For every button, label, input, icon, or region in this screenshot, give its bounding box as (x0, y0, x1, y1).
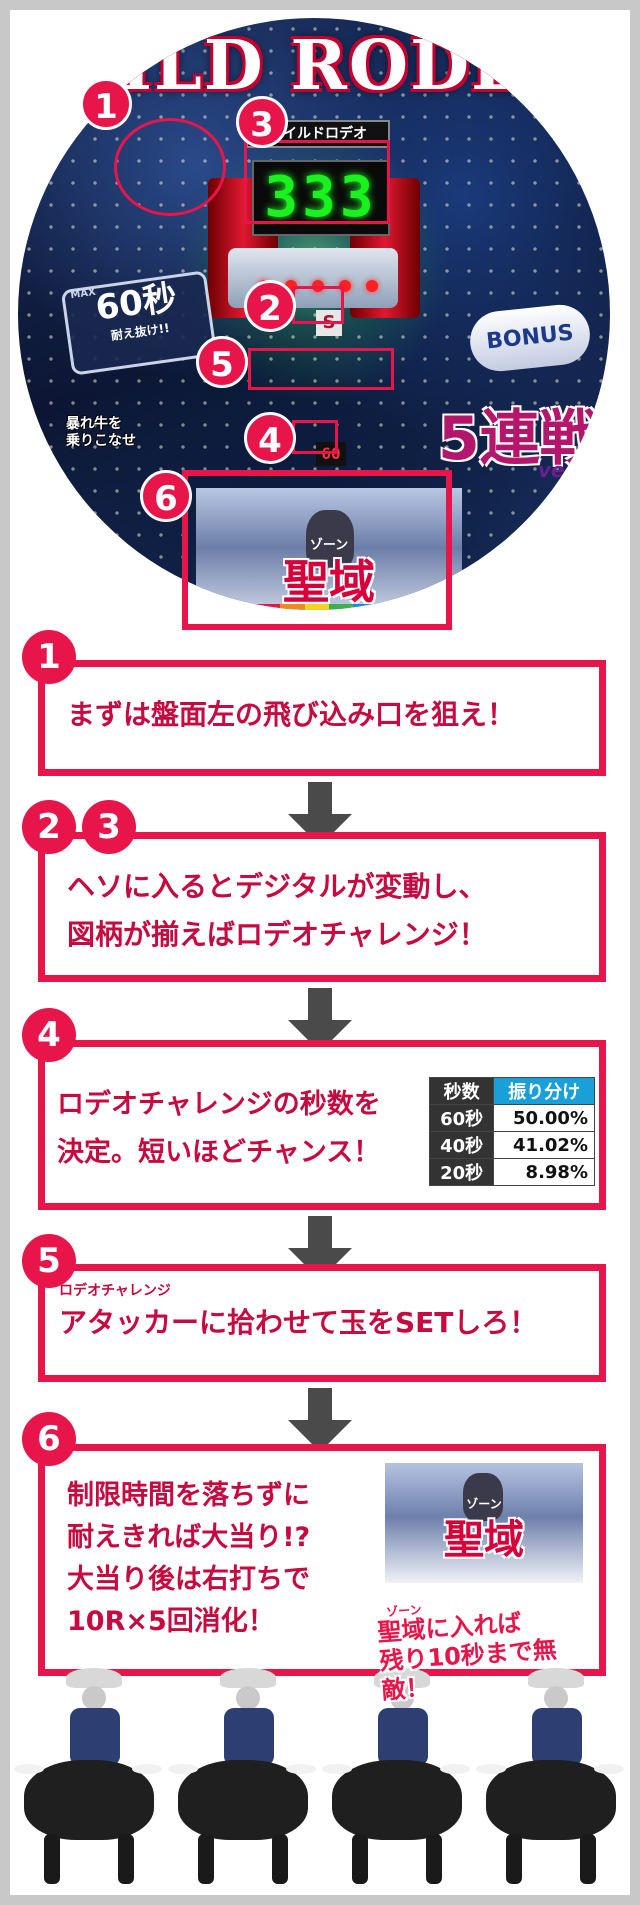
five-battles-logo: 5連戦 (438, 404, 600, 474)
step-5-text: アタッカーに拾わせて玉をSETしろ！ (59, 1306, 538, 1339)
lcd-zone-text: 聖域 (283, 555, 375, 609)
table-cell: 20秒 (428, 1158, 495, 1186)
table-row: 40秒 41.02% (428, 1131, 595, 1159)
marker-5-box (248, 348, 394, 390)
board-marker-6: 6 (140, 470, 192, 522)
table-cell: 40秒 (428, 1131, 495, 1159)
bull-skull-icon (463, 1473, 503, 1521)
bull-rider-illustration (476, 1668, 626, 1890)
marker-2-box (292, 286, 344, 324)
step-4-line-2: 決定。短いほどチャンス！ (57, 1137, 381, 1168)
board-marker-1: 1 (80, 78, 132, 130)
board-title: WILD RODEO (41, 26, 587, 106)
bull-rider-illustration (168, 1668, 318, 1890)
step-6-line-4: 10R×5回消化！ (67, 1606, 275, 1637)
table-cell: 60秒 (428, 1104, 495, 1132)
board-lcd: ゾーン 聖域 (196, 488, 462, 610)
ver-label: ver. (538, 458, 580, 482)
step-2-3-box: ヘソに入るとデジタルが変動し、 図柄が揃えばロデオチャレンジ！ (38, 832, 606, 982)
bonus-badge: BONUS (467, 301, 593, 375)
marker-1-ring (114, 118, 226, 216)
step-2-number: 2 (22, 800, 76, 854)
step-6-box: 制限時間を落ちずに 耐えきれば大当り!? 大当り後は右打ちで 10R×5回消化！… (38, 1444, 606, 1705)
bull-skull-icon (306, 510, 354, 570)
table-header-row: 秒数 振り分け (428, 1077, 595, 1105)
thumb-zone-text: 聖域 (444, 1517, 524, 1563)
table-row: 20秒 8.98% (428, 1158, 595, 1186)
bull-rider-illustration (14, 1668, 164, 1890)
zone-callout: ゾーン 聖域に入れば 残り10秒まで無敵！ (376, 1591, 602, 1705)
step-1-text: まずは盤面左の飛び込み口を狙え！ (67, 698, 516, 731)
lcd-ruby: ゾーン (309, 538, 349, 553)
step-4-text: ロデオチャレンジの秒数を 決定。短いほどチャンス！ (57, 1081, 381, 1177)
step-4-line-1: ロデオチャレンジの秒数を (57, 1089, 381, 1120)
step-6-line-2: 耐えきれば大当り!? (67, 1522, 311, 1553)
step-6-number: 6 (22, 1412, 76, 1466)
board-marker-2: 2 (244, 280, 296, 332)
table-header: 秒数 (428, 1077, 495, 1105)
table-header: 振り分け (493, 1077, 595, 1105)
arrow-down-icon (288, 1388, 352, 1452)
step-5-ruby: ロデオチャレンジ (59, 1283, 171, 1299)
step-6-line-3: 大当り後は右打ちで (67, 1564, 310, 1595)
marker-4-box (292, 420, 338, 454)
lcd-stripes (256, 604, 402, 610)
board-marker-4: 4 (244, 412, 296, 464)
step-1-number: 1 (22, 630, 76, 684)
board-marker-5: 5 (196, 336, 248, 388)
step-2-3-text: ヘソに入るとデジタルが変動し、 図柄が揃えばロデオチャレンジ！ (67, 863, 487, 959)
step-3-number: 3 (82, 800, 136, 854)
step-6-text: 制限時間を落ちずに 耐えきれば大当り!? 大当り後は右打ちで 10R×5回消化！ (67, 1475, 310, 1643)
board-left-text: 暴れ牛を 乗りこなせ (66, 416, 136, 449)
board-marker-3: 3 (236, 96, 288, 148)
thumb-ruby: ゾーン (466, 1497, 502, 1511)
distribution-table: 秒数 振り分け 60秒 50.00% 40秒 41.02% 20秒 8.98% (428, 1077, 595, 1186)
table-cell: 41.02% (493, 1131, 595, 1159)
zone-thumbnail: ゾーン 聖域 (385, 1463, 583, 1583)
step-1-box: まずは盤面左の飛び込み口を狙え！ (38, 660, 606, 776)
marker-6-box (182, 470, 452, 630)
step-5-box: ロデオチャレンジ アタッカーに拾わせて玉をSETしろ！ (38, 1264, 606, 1382)
step-5-number: 5 (22, 1234, 76, 1288)
bull-rider-illustration (322, 1668, 472, 1890)
step-6-line-1: 制限時間を落ちずに (67, 1480, 310, 1511)
step-2-3-line-1: ヘソに入るとデジタルが変動し、 (67, 870, 487, 903)
step-4-number: 4 (22, 1008, 76, 1062)
step-2-3-line-2: 図柄が揃えばロデオチャレンジ！ (67, 918, 487, 951)
table-cell: 8.98% (493, 1158, 595, 1186)
table-cell: 50.00% (493, 1104, 595, 1132)
max-60-badge: MAX 60秒 耐え抜け!! (60, 270, 218, 376)
table-row: 60秒 50.00% (428, 1104, 595, 1132)
marker-3-box (244, 140, 390, 224)
step-4-box: ロデオチャレンジの秒数を 決定。短いほどチャンス！ 秒数 振り分け 60秒 50… (38, 1040, 606, 1210)
